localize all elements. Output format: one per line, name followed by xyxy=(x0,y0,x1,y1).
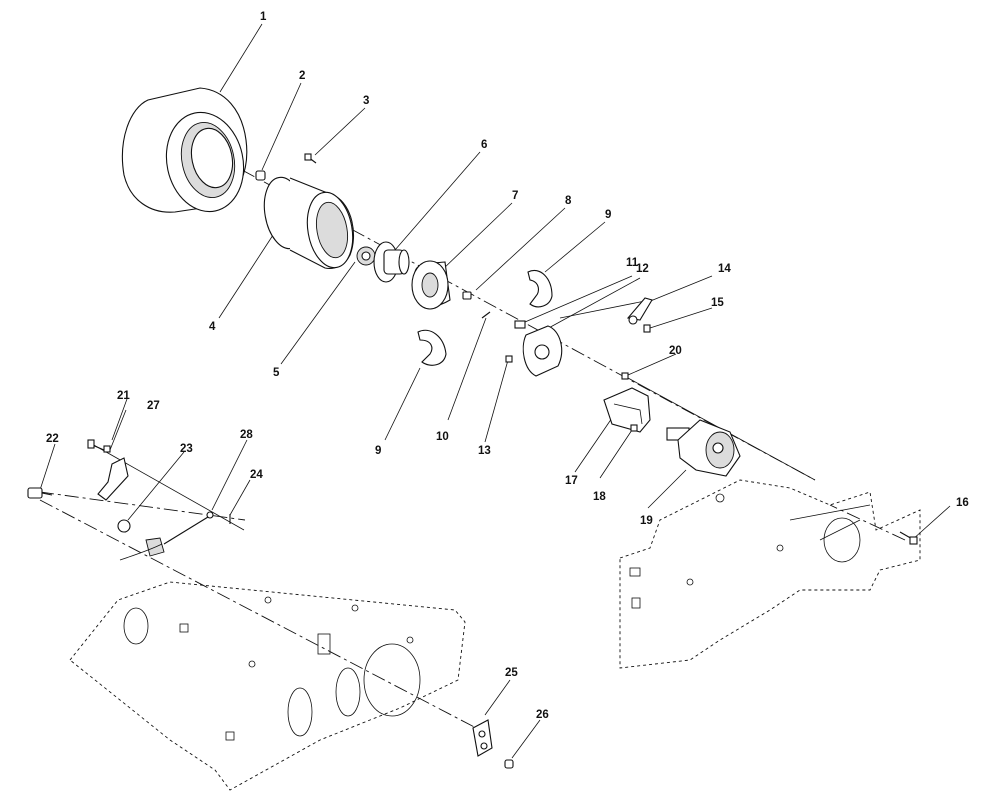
callout-labels: 1 2 3 4 5 6 7 8 9 9 10 11 12 13 14 15 16… xyxy=(46,11,969,721)
callout-26: 26 xyxy=(536,709,549,721)
brake-lever xyxy=(626,297,653,325)
left-frame-plate xyxy=(69,581,466,791)
brake-shoe-upper xyxy=(527,270,553,308)
callout-15: 15 xyxy=(711,297,724,309)
brake-shoe-lower xyxy=(417,329,447,366)
callout-8: 8 xyxy=(565,195,572,207)
callout-16: 16 xyxy=(956,497,969,509)
wheel-rim xyxy=(263,176,354,269)
callout-23: 23 xyxy=(180,443,193,455)
callout-9-lower: 9 xyxy=(375,445,381,457)
callout-9-upper: 9 xyxy=(605,209,611,221)
leader-lines xyxy=(39,23,951,759)
brake-drum xyxy=(411,260,451,310)
tire xyxy=(121,87,248,213)
cable-clamp xyxy=(472,719,493,757)
callout-2: 2 xyxy=(299,70,305,82)
hydraulic-motor xyxy=(666,419,741,477)
valve-stem xyxy=(304,153,317,164)
callout-25: 25 xyxy=(505,667,518,679)
callout-17: 17 xyxy=(565,475,578,487)
callout-5: 5 xyxy=(273,367,280,379)
lug-nut xyxy=(255,170,266,181)
motor-bracket xyxy=(603,387,651,433)
nut-20 xyxy=(621,372,629,380)
nut-26 xyxy=(504,759,514,769)
callout-11: 11 xyxy=(626,257,639,269)
wheel-hub xyxy=(373,241,410,283)
callout-4: 4 xyxy=(209,321,216,333)
callout-10: 10 xyxy=(436,431,449,443)
callout-21: 21 xyxy=(117,390,130,402)
callout-28: 28 xyxy=(240,429,253,441)
assembly-axis-lines xyxy=(39,169,906,731)
backing-plate xyxy=(522,325,563,377)
cable-assembly xyxy=(27,439,231,561)
callout-3: 3 xyxy=(363,95,369,107)
washer xyxy=(630,424,638,432)
bolt-13 xyxy=(505,355,513,363)
callout-12: 12 xyxy=(636,263,649,275)
callout-22: 22 xyxy=(46,433,59,445)
callout-20: 20 xyxy=(669,345,682,357)
right-frame-plate xyxy=(619,479,921,669)
clip xyxy=(643,324,651,333)
callout-13: 13 xyxy=(478,445,491,457)
fitting xyxy=(514,320,526,329)
callout-24: 24 xyxy=(250,469,263,481)
bearing xyxy=(356,246,376,266)
callout-7: 7 xyxy=(512,190,518,202)
callout-1: 1 xyxy=(260,11,267,23)
bolt-8 xyxy=(462,291,472,300)
callout-27: 27 xyxy=(147,400,160,412)
spring-pin xyxy=(481,311,491,319)
callout-6: 6 xyxy=(481,139,487,151)
callout-14: 14 xyxy=(718,263,731,275)
callout-18: 18 xyxy=(593,491,606,503)
callout-19: 19 xyxy=(640,515,653,527)
bolt-16 xyxy=(899,531,918,545)
